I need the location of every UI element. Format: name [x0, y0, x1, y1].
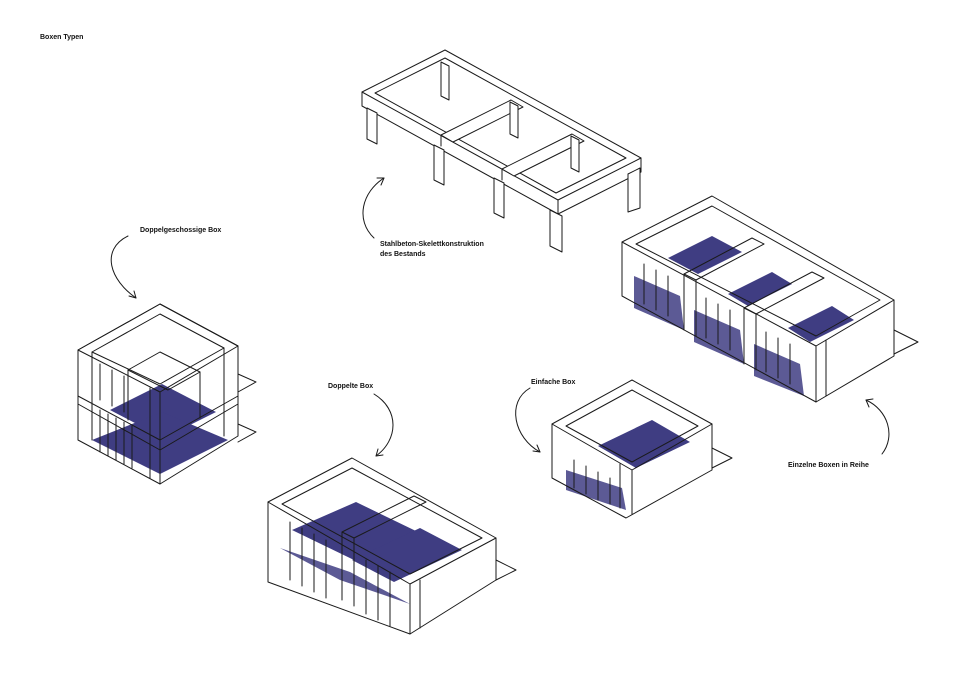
row-boxes: [621, 195, 919, 403]
sheet-title: Boxen Typen: [40, 34, 84, 41]
label-single-box: Einfache Box: [531, 379, 576, 386]
single-box: [551, 379, 733, 519]
label-skeleton-line1: Stahlbeton-Skelettkonstruktion: [380, 241, 484, 248]
leader-arrows: [110, 177, 890, 457]
label-double-storey-box: Doppelgeschossige Box: [140, 227, 222, 234]
label-row-boxes: Einzelne Boxen in Reihe: [788, 462, 869, 469]
label-double-box: Doppelte Box: [328, 383, 374, 390]
double-storey-box: [77, 303, 257, 485]
label-skeleton-line2: des Bestands: [380, 251, 426, 258]
skeleton-structure: [361, 49, 642, 253]
double-box: [267, 457, 517, 635]
